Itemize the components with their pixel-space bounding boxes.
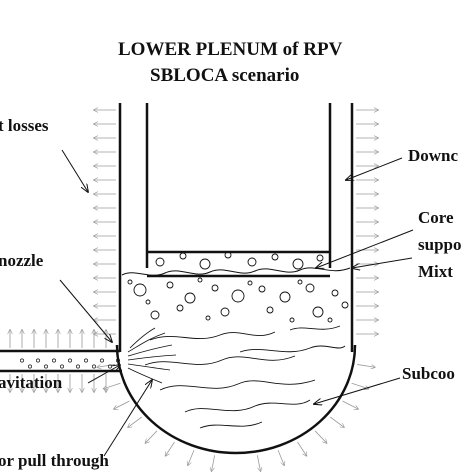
vapor-pull-through-streams bbox=[127, 327, 177, 384]
bubble bbox=[133, 283, 147, 297]
bubble bbox=[305, 283, 315, 293]
heat-loss-arrows-left bbox=[94, 110, 116, 334]
label-core-support-2: suppo bbox=[418, 235, 462, 254]
bubble bbox=[327, 317, 333, 323]
heat-loss-arrow bbox=[97, 364, 115, 367]
heat-loss-arrow bbox=[212, 455, 216, 471]
bubble bbox=[224, 251, 232, 259]
nozzle-bubble bbox=[84, 358, 88, 363]
heat-loss-arrow bbox=[114, 400, 130, 409]
nozzle-bubble bbox=[28, 364, 32, 369]
nozzle-bubble bbox=[92, 364, 96, 369]
mixture-level-line bbox=[121, 267, 351, 276]
label-downcomer: Downc bbox=[408, 146, 459, 165]
heat-loss-arrows-nozzle bbox=[10, 330, 106, 392]
label-subcooled: Subcoo bbox=[402, 364, 455, 383]
heat-loss-arrow bbox=[128, 416, 143, 427]
subcooled-liquid-swirls bbox=[144, 325, 346, 429]
bubble bbox=[247, 257, 257, 267]
bubble bbox=[155, 257, 165, 267]
heat-loss-arrows-bottom bbox=[97, 364, 375, 471]
label-nozzle: nozzle bbox=[0, 251, 44, 270]
heat-loss-arrow bbox=[277, 450, 284, 465]
bubble bbox=[258, 285, 266, 293]
label-mixture: Mixt bbox=[418, 262, 453, 281]
nozzle-bubble bbox=[60, 364, 64, 369]
label-cavitation: avitation bbox=[0, 373, 63, 392]
title-line-2: SBLOCA scenario bbox=[150, 65, 300, 86]
bubble bbox=[266, 306, 274, 314]
vessel-outer-wall bbox=[115, 103, 357, 455]
bubble bbox=[150, 310, 160, 320]
bubble bbox=[312, 306, 324, 318]
nozzle-flow-bubbles bbox=[20, 358, 120, 369]
heat-loss-arrow bbox=[145, 430, 158, 443]
bubble bbox=[197, 277, 203, 283]
label-pointer-arrows bbox=[59, 149, 414, 457]
bubble bbox=[341, 301, 349, 309]
bubble bbox=[247, 280, 253, 286]
two-phase-mixture-bubbles bbox=[127, 251, 349, 323]
heat-loss-arrow bbox=[166, 441, 175, 456]
bubble bbox=[297, 279, 303, 285]
bubble bbox=[271, 253, 279, 261]
bubble bbox=[176, 304, 184, 312]
bubble bbox=[231, 289, 245, 303]
nozzle-bubble bbox=[116, 358, 120, 363]
bubble bbox=[331, 289, 339, 297]
bubble bbox=[316, 254, 324, 262]
nozzle-bubble bbox=[68, 358, 72, 363]
bubble bbox=[145, 299, 151, 305]
label-core-support-1: Core bbox=[418, 208, 454, 227]
heat-loss-arrow bbox=[256, 455, 260, 471]
heat-loss-arrow bbox=[357, 364, 375, 367]
bubble bbox=[127, 279, 133, 285]
bubble bbox=[292, 258, 304, 270]
nozzle-bubble bbox=[76, 364, 80, 369]
nozzle-bubble bbox=[36, 358, 40, 363]
bubble bbox=[211, 284, 219, 292]
title-line-1: LOWER PLENUM of RPV bbox=[118, 39, 343, 60]
bubble bbox=[279, 291, 291, 303]
label-vapor-pull-through: or pull through bbox=[0, 451, 109, 470]
bubble bbox=[166, 281, 174, 289]
bubble bbox=[220, 307, 230, 317]
heat-loss-arrow bbox=[342, 400, 359, 409]
bubble bbox=[184, 292, 196, 304]
bubble bbox=[179, 252, 187, 260]
bubble bbox=[205, 315, 211, 321]
label-heat-losses: t losses bbox=[0, 116, 49, 135]
bubble bbox=[199, 258, 211, 270]
nozzle-bubble bbox=[52, 358, 56, 363]
nozzle-bubble bbox=[44, 364, 48, 369]
bubble bbox=[289, 317, 295, 323]
heat-loss-arrow bbox=[188, 450, 195, 465]
heat-loss-arrows-right bbox=[356, 110, 378, 334]
heat-loss-arrow bbox=[297, 441, 307, 456]
nozzle-bubble bbox=[100, 358, 104, 363]
heat-loss-arrow bbox=[329, 416, 344, 427]
heat-loss-arrow bbox=[314, 430, 327, 443]
nozzle-bubble bbox=[20, 358, 24, 363]
